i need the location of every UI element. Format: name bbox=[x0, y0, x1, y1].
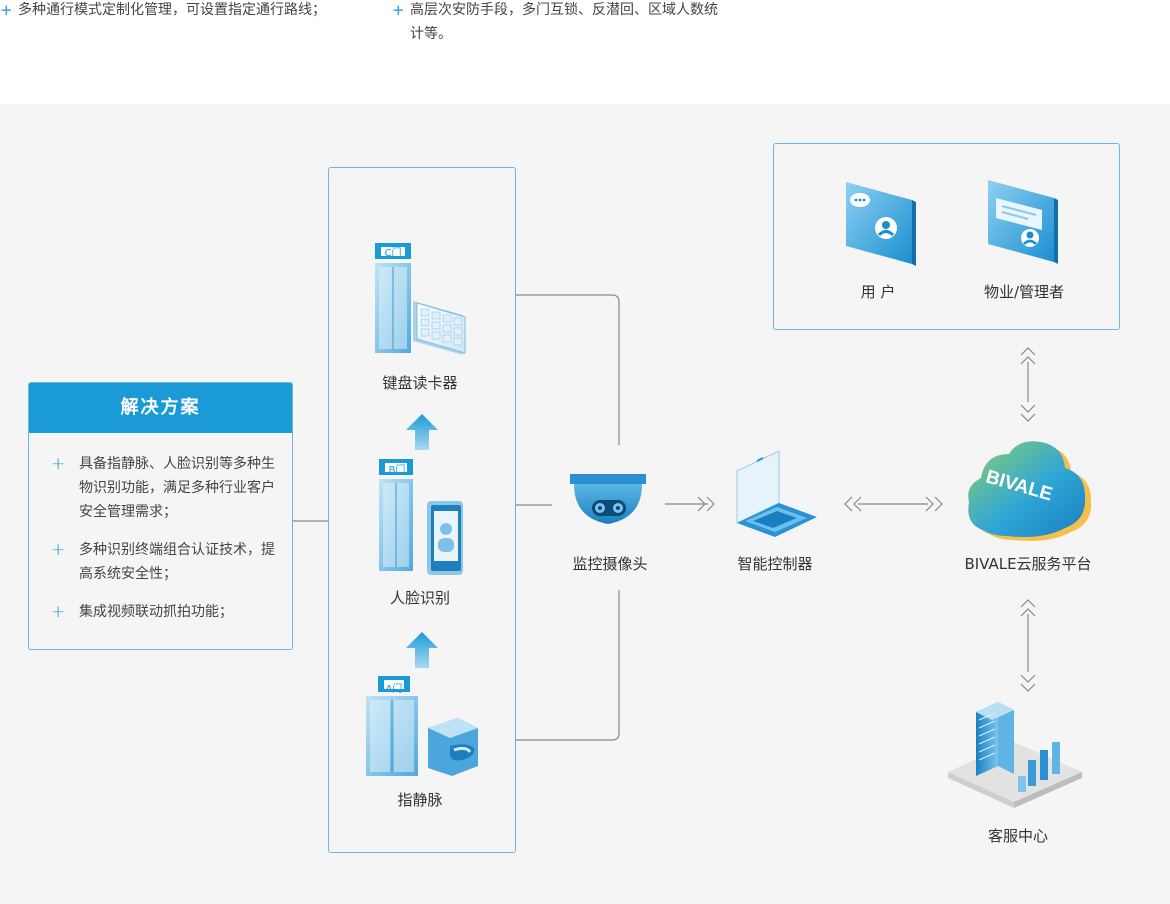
keypad-reader-label: 键盘读卡器 bbox=[382, 374, 458, 392]
solution-title: 解决方案 bbox=[29, 383, 292, 433]
cloud-platform-label: BIVALE云服务平台 bbox=[964, 555, 1092, 573]
solution-item-text: 集成视频联动抓拍功能； bbox=[79, 604, 233, 620]
plus-icon: + bbox=[392, 1, 405, 19]
top-feature-right: + 高层次安防手段，多门互锁、反潜回、区域人数统计等。 bbox=[392, 0, 742, 46]
smart-controller-label: 智能控制器 bbox=[737, 555, 813, 573]
keypad-reader-icon bbox=[375, 243, 466, 355]
terminal-box bbox=[328, 167, 516, 853]
camera-icon bbox=[570, 474, 646, 524]
user-icon bbox=[846, 182, 916, 266]
solution-item-text: 具备指静脉、人脸识别等多种生物识别功能，满足多种行业客户安全管理需求； bbox=[79, 456, 275, 520]
finger-vein-icon bbox=[366, 676, 478, 776]
top-feature-left-text: 多种通行模式定制化管理，可设置指定通行路线； bbox=[18, 2, 326, 18]
solution-item-text: 多种识别终端组合认证技术，提高系统安全性； bbox=[79, 542, 275, 582]
solution-item: + 多种识别终端组合认证技术，提高系统安全性； bbox=[51, 538, 281, 586]
up-arrow-icon bbox=[406, 414, 438, 450]
plus-icon: + bbox=[51, 540, 66, 560]
service-center-label: 客服中心 bbox=[987, 827, 1048, 845]
user-label: 用 户 bbox=[860, 283, 896, 301]
solution-item: + 具备指静脉、人脸识别等多种生物识别功能，满足多种行业客户安全管理需求； bbox=[51, 452, 281, 524]
cloud-platform-icon: BIVALE bbox=[968, 441, 1091, 541]
camera-label: 监控摄像头 bbox=[572, 555, 648, 573]
manager-icon bbox=[988, 180, 1058, 264]
up-arrow-icon bbox=[406, 632, 438, 668]
face-recognition-icon bbox=[379, 459, 463, 575]
face-recognition-label: 人脸识别 bbox=[389, 589, 450, 607]
user-manager-box bbox=[773, 143, 1120, 330]
smart-controller-icon bbox=[736, 450, 817, 537]
plus-icon: + bbox=[0, 1, 13, 19]
top-feature-left: + 多种通行模式定制化管理，可设置指定通行路线； bbox=[0, 0, 340, 22]
solution-box: 解决方案 + 具备指静脉、人脸识别等多种生物识别功能，满足多种行业客户安全管理需… bbox=[28, 382, 293, 650]
door-a-label: A门 bbox=[385, 684, 403, 695]
solution-item: + 集成视频联动抓拍功能； bbox=[51, 600, 281, 624]
plus-icon: + bbox=[51, 602, 66, 622]
door-b-label: B门 bbox=[388, 465, 406, 476]
plus-icon: + bbox=[51, 454, 66, 474]
service-center-icon bbox=[948, 702, 1082, 808]
door-c-label: C门 bbox=[384, 248, 402, 259]
manager-label: 物业/管理者 bbox=[983, 283, 1065, 301]
finger-vein-label: 指静脉 bbox=[397, 791, 443, 809]
top-feature-right-text: 高层次安防手段，多门互锁、反潜回、区域人数统计等。 bbox=[410, 2, 718, 42]
